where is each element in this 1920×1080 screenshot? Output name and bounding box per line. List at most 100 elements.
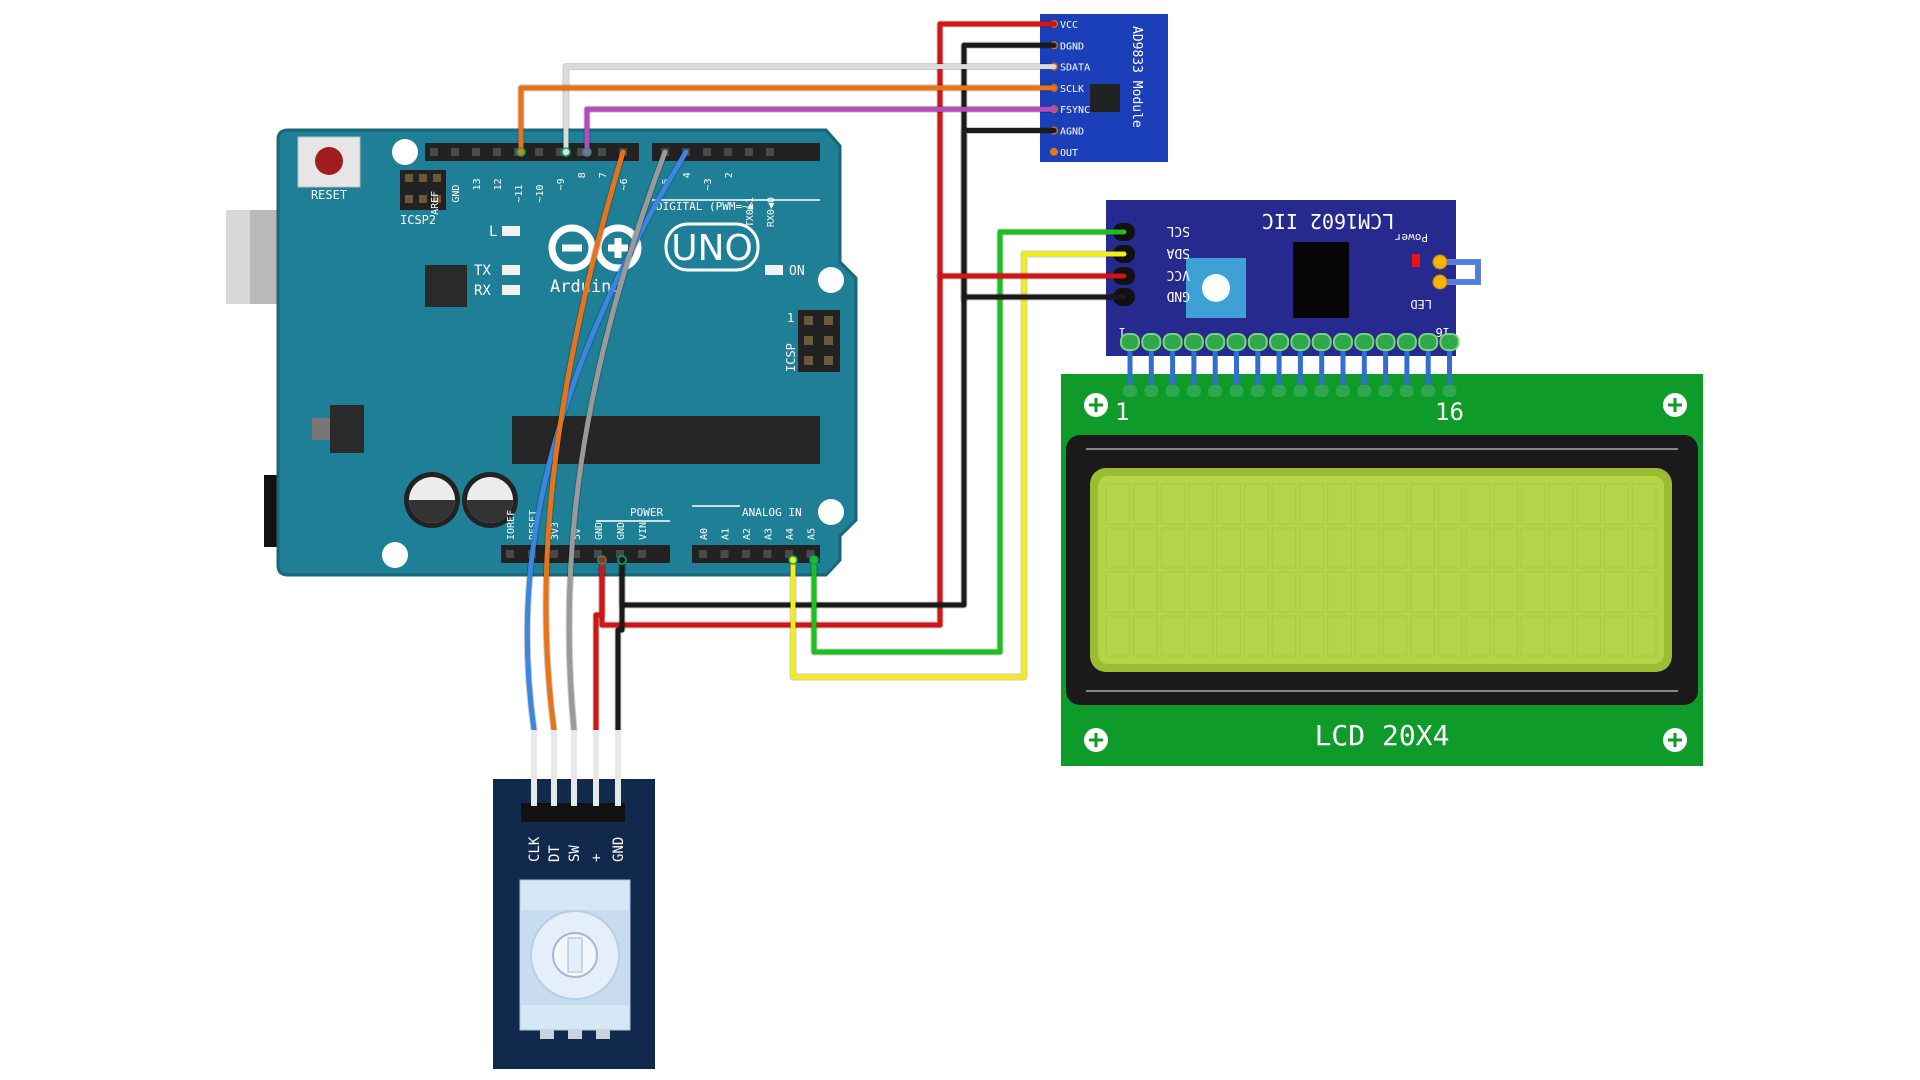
- lcd-cell: [1604, 571, 1629, 613]
- wire-sclk[interactable]: [518, 85, 1057, 155]
- wire-encoder-vcc[interactable]: [593, 557, 605, 733]
- led-rx-label: RX: [474, 283, 491, 299]
- encoder-pin[interactable]: [571, 730, 577, 806]
- header-pin[interactable]: [703, 148, 711, 156]
- lcd-cell: [1382, 527, 1408, 569]
- lcd-cell: [1133, 571, 1158, 613]
- header-pin[interactable]: [451, 148, 459, 156]
- lcd-pin-pad: [1272, 385, 1287, 397]
- wires: [516, 20, 1128, 734]
- mount-hole-cross: [1089, 733, 1103, 747]
- header-pin[interactable]: [493, 148, 501, 156]
- backpack-title: LCM1602 IIC: [1262, 209, 1394, 233]
- lcd-cell: [1631, 615, 1657, 657]
- wire-sda[interactable]: [790, 251, 1127, 680]
- lcd-cell: [1271, 615, 1297, 657]
- pin-label: A2: [742, 528, 753, 540]
- lcd-cell: [1271, 571, 1297, 613]
- lcd-pin-pad: [1144, 385, 1159, 397]
- led-l-label: L: [489, 224, 497, 240]
- lcd-cell: [1327, 571, 1352, 613]
- header-pin[interactable]: [535, 148, 543, 156]
- lcd-cell: [1493, 615, 1519, 657]
- lcd-cell: [1271, 527, 1297, 569]
- icsp-pin1-label: 1: [787, 311, 794, 325]
- ad9833-pin[interactable]: [1050, 147, 1058, 156]
- wire-fsync[interactable]: [584, 106, 1057, 155]
- led-jumper[interactable]: [1432, 254, 1481, 290]
- wire-dt[interactable]: [543, 149, 626, 733]
- lcd-cell: [1216, 571, 1242, 613]
- lcd-cell: [1521, 571, 1546, 613]
- lcd-cell: [1105, 615, 1131, 657]
- led-rx: [502, 285, 520, 295]
- lcd-pin-pad: [1229, 385, 1244, 397]
- lcd-cell: [1465, 615, 1491, 657]
- header-pin[interactable]: [556, 148, 564, 156]
- encoder-pin-label: SW: [567, 845, 583, 862]
- encoder-pin[interactable]: [551, 730, 557, 806]
- arduino-uno: RESET ICSP2 L TX RX ON: [226, 128, 858, 577]
- lcd-cell: [1493, 571, 1519, 613]
- header-pin[interactable]: [699, 550, 707, 558]
- lcd-cell: [1299, 527, 1325, 569]
- lcd-cell: [1382, 483, 1408, 525]
- lcd-pin-pad: [1208, 385, 1223, 397]
- header-pin[interactable]: [598, 148, 606, 156]
- header-pin[interactable]: [572, 550, 580, 558]
- wire-encoder-gnd[interactable]: [615, 557, 625, 733]
- header-pin[interactable]: [806, 550, 815, 558]
- wire-scl[interactable]: [811, 229, 1127, 655]
- header-pin[interactable]: [472, 148, 480, 156]
- header-pin[interactable]: [742, 550, 750, 558]
- header-pin[interactable]: [720, 550, 729, 558]
- pin-label: A1: [721, 528, 732, 540]
- header-pin[interactable]: [785, 550, 793, 558]
- voltage-regulator: [330, 405, 364, 453]
- pin-label: 4: [682, 172, 693, 178]
- lcd-cell: [1548, 615, 1574, 657]
- header-pin[interactable]: [577, 148, 585, 156]
- pin-label: IOREF: [506, 510, 517, 540]
- header-pin[interactable]: [724, 148, 732, 156]
- header-pin[interactable]: [506, 550, 514, 558]
- lcd-cell: [1354, 483, 1380, 525]
- lcd-pin-pad: [1314, 385, 1329, 397]
- wire-agnd[interactable]: [961, 128, 1057, 303]
- ad9833-title: AD9833 Module: [1129, 26, 1144, 128]
- backpack-lcd-pin: [1226, 333, 1247, 351]
- encoder-pin-label: GND: [611, 837, 627, 862]
- pcf8574-chip: [1293, 242, 1349, 318]
- reset-label: RESET: [311, 188, 347, 202]
- header-pin[interactable]: [763, 550, 772, 558]
- backpack-lcd-pin: [1354, 333, 1375, 351]
- encoder-pin[interactable]: [615, 730, 621, 806]
- backpack-pin-label: GND: [1166, 288, 1190, 303]
- backpack-lcd-pin: [1247, 333, 1268, 351]
- pin-label: ~6: [619, 178, 630, 190]
- lcd-cell: [1631, 483, 1657, 525]
- wire-sdata[interactable]: [563, 64, 1057, 155]
- header-pin[interactable]: [430, 148, 438, 156]
- mount-hole: [382, 542, 408, 568]
- encoder-pin[interactable]: [531, 730, 537, 806]
- backpack-power-label: Power: [1395, 231, 1428, 244]
- header-pin[interactable]: [616, 550, 624, 558]
- analog-label: ANALOG IN: [742, 506, 802, 519]
- led-on: [765, 265, 783, 275]
- lcd-cell: [1133, 527, 1158, 569]
- lcd-cell: [1604, 527, 1629, 569]
- wire-sw[interactable]: [566, 149, 668, 733]
- header-pin[interactable]: [745, 148, 753, 156]
- encoder-pin-label: CLK: [527, 836, 543, 862]
- wire-end: [617, 555, 627, 565]
- board-model: UNO: [671, 228, 753, 269]
- header-pin[interactable]: [594, 550, 602, 558]
- encoder-pin[interactable]: [593, 730, 599, 806]
- header-pin[interactable]: [766, 148, 774, 156]
- header-pin[interactable]: [638, 550, 646, 558]
- backpack-led-label: LED: [1410, 297, 1432, 311]
- lcd-pin-pad: [1165, 385, 1180, 397]
- header-pin[interactable]: [550, 550, 558, 558]
